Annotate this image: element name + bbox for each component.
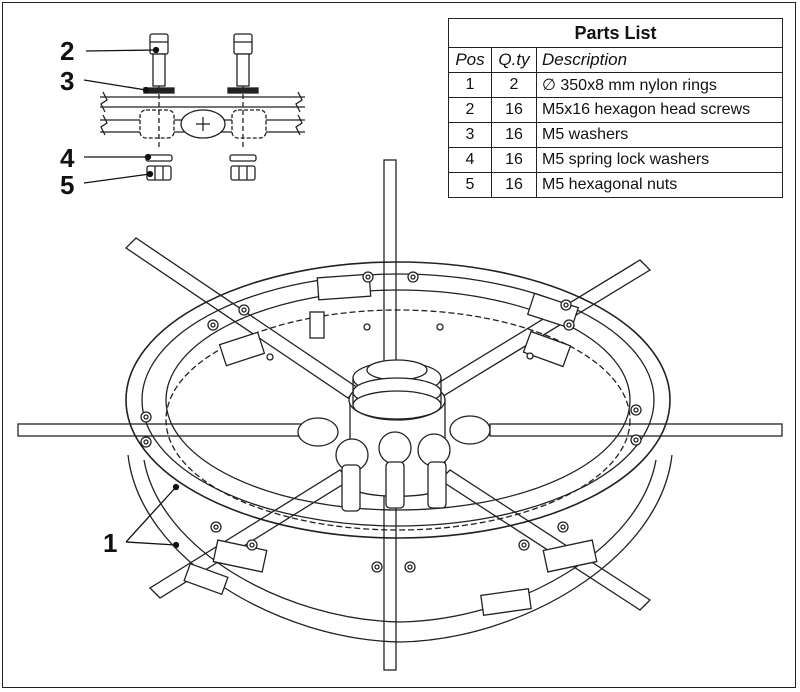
row-description: M5 spring lock washers	[536, 147, 783, 173]
row-qty: 16	[491, 147, 537, 173]
row-pos: 4	[448, 147, 492, 173]
callout-pos-3: 3	[60, 66, 75, 96]
row-description: M5 hexagonal nuts	[536, 172, 783, 198]
ring-clamps	[183, 273, 598, 616]
row-pos: 5	[448, 172, 492, 198]
header-pos: Pos	[448, 47, 492, 73]
row-description: ∅ 350x8 mm nylon rings	[536, 72, 783, 98]
callout-leaders	[83, 46, 180, 549]
row-pos: 3	[448, 122, 492, 148]
ring-assembly	[17, 159, 783, 671]
ring-bolts	[140, 271, 642, 573]
detail-view	[100, 33, 305, 181]
callout-pos-4: 4	[60, 143, 75, 173]
parts-row: 1 2 ∅ 350x8 mm nylon rings	[448, 72, 783, 98]
parts-row: 5 16 M5 hexagonal nuts	[448, 172, 783, 198]
row-description: M5 washers	[536, 122, 783, 148]
parts-list-title: Parts List	[448, 18, 783, 48]
parts-row: 2 16 M5x16 hexagon head screws	[448, 97, 783, 123]
row-description: M5x16 hexagon head screws	[536, 97, 783, 123]
parts-list-header-row: Pos Q.ty Description	[448, 47, 783, 73]
row-qty: 16	[491, 97, 537, 123]
header-qty: Q.ty	[491, 47, 537, 73]
parts-list-table: Parts List Pos Q.ty Description 1 2 ∅ 35…	[448, 18, 783, 198]
parts-row: 3 16 M5 washers	[448, 122, 783, 148]
parts-list-title-row: Parts List	[448, 18, 783, 48]
row-qty: 2	[491, 72, 537, 98]
row-pos: 1	[448, 72, 492, 98]
parts-row: 4 16 M5 spring lock washers	[448, 147, 783, 173]
callout-pos-5: 5	[60, 170, 75, 200]
row-qty: 16	[491, 122, 537, 148]
row-pos: 2	[448, 97, 492, 123]
header-description: Description	[536, 47, 783, 73]
callout-pos-2: 2	[60, 36, 75, 66]
row-qty: 16	[491, 172, 537, 198]
callout-pos-1: 1	[103, 528, 118, 558]
central-hub	[297, 359, 491, 512]
